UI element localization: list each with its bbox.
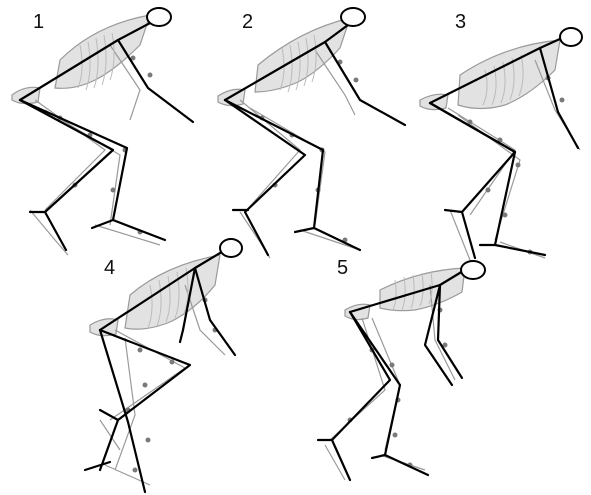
skeleton-frame-1 xyxy=(12,8,193,255)
skeleton-frame-2 xyxy=(218,8,405,258)
stick-leg-front-2 xyxy=(225,100,360,250)
head-marker-5 xyxy=(461,261,485,279)
skeleton-frame-3 xyxy=(420,28,582,260)
head-marker-4 xyxy=(220,239,242,257)
stick-leg-front-3 xyxy=(430,103,545,255)
skeleton-bones-2 xyxy=(218,18,360,258)
skeleton-bones-3 xyxy=(420,40,580,260)
head-marker-2 xyxy=(341,8,365,26)
skeleton-bones-4 xyxy=(90,255,225,485)
stick-leg-back-4 xyxy=(100,330,190,470)
head-marker-3 xyxy=(560,28,582,46)
skeleton-frame-5 xyxy=(318,261,485,480)
head-marker-1 xyxy=(147,8,171,26)
skeleton-frame-4 xyxy=(85,239,242,492)
stick-leg-back-2 xyxy=(225,100,305,255)
stick-leg-front-5 xyxy=(350,312,428,475)
